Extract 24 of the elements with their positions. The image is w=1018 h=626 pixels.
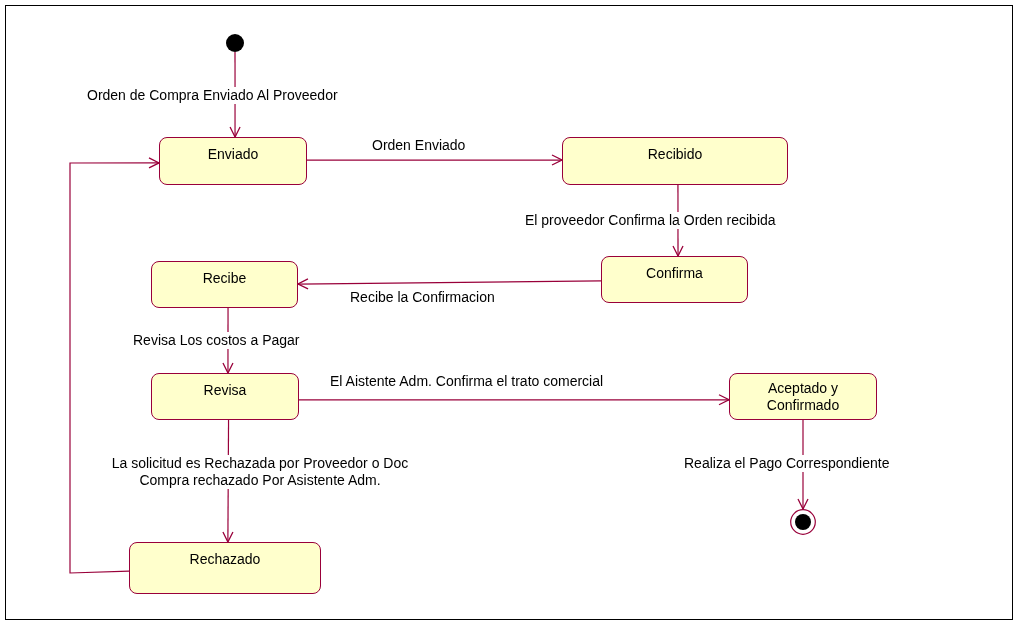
state-name: Recibe bbox=[201, 270, 248, 287]
state-box bbox=[562, 137, 788, 185]
transition-arrow bbox=[306, 154, 563, 166]
final-state-symbol bbox=[790, 509, 816, 535]
state-name: Enviado bbox=[206, 146, 260, 163]
state-name: Confirma bbox=[645, 265, 704, 282]
state-box bbox=[729, 373, 877, 420]
state-box bbox=[151, 373, 299, 420]
state-name: Revisa bbox=[202, 382, 248, 399]
transition-label: Orden de Compra Enviado Al Proveedor bbox=[85, 87, 340, 104]
state-name: Rechazado bbox=[188, 551, 262, 568]
transition-arrow bbox=[298, 394, 730, 406]
state-box bbox=[129, 542, 321, 594]
transition-label: El proveedor Confirma la Orden recibida bbox=[523, 212, 778, 229]
initial-state-symbol bbox=[226, 34, 244, 52]
state-box bbox=[151, 261, 298, 308]
state-name: Recibido bbox=[646, 146, 704, 163]
transition-arrow bbox=[297, 278, 602, 290]
transition-label: Realiza el Pago Correspondiente bbox=[682, 455, 892, 472]
transition-label: Revisa Los costos a Pagar bbox=[131, 332, 302, 349]
state-box bbox=[601, 256, 748, 303]
state-box bbox=[159, 137, 307, 185]
state-name: Aceptado y Confirmado bbox=[765, 379, 841, 414]
transition-arrow bbox=[69, 157, 160, 574]
